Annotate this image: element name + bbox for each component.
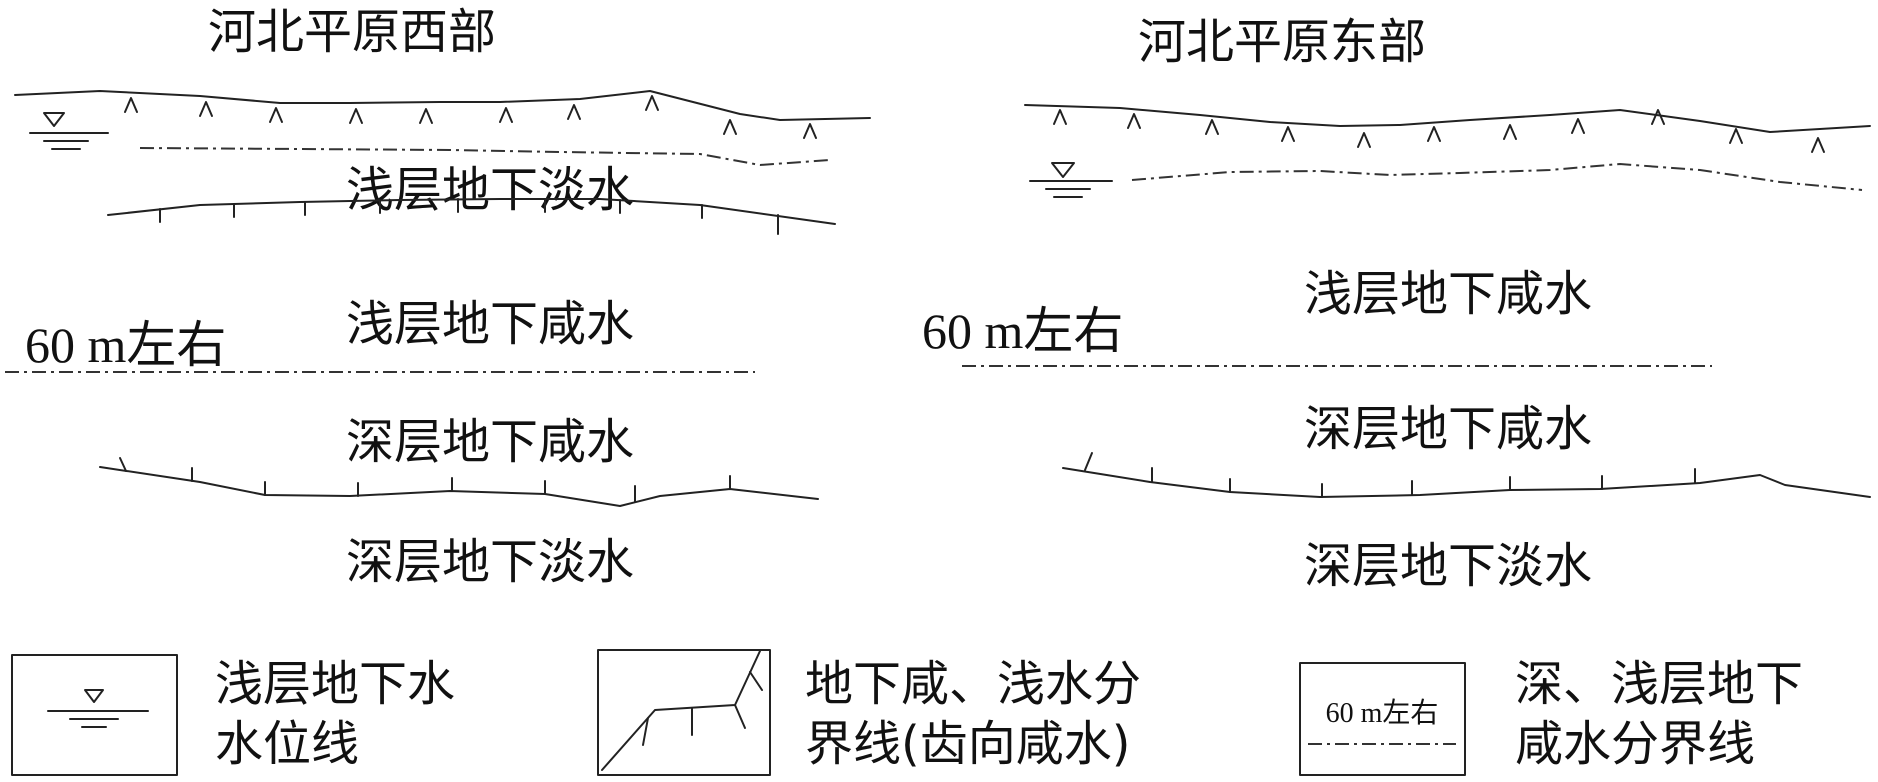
east-section: 河北平原东部 浅层地下咸水 60 m左右 深层地下咸水 — [922, 14, 1871, 594]
east-water-table-icon — [1029, 162, 1113, 198]
west-shallow-saline-label: 浅层地下咸水 — [346, 296, 634, 352]
west-ground-ticks — [124, 95, 817, 139]
west-ground-surface — [14, 90, 871, 121]
east-deep-boundary — [1062, 467, 1871, 498]
west-shallow-fresh-label: 浅层地下淡水 — [346, 162, 634, 218]
legend-water-table-box — [11, 654, 178, 776]
east-depth-label: 60 m左右 — [922, 303, 1123, 359]
west-deep-boundary — [99, 466, 819, 507]
west-water-table-icon — [29, 112, 109, 150]
east-ground-surface — [1024, 104, 1871, 133]
east-deep-fresh-label: 深层地下淡水 — [1304, 538, 1592, 594]
legend: 浅层地下水 水位线 地下咸、浅水分 界线(齿向咸水) 60 m左右 深、浅层地下… — [11, 649, 1803, 776]
east-ground-ticks — [1053, 109, 1825, 153]
west-boundary-ticks — [159, 198, 779, 235]
west-title: 河北平原西部 — [208, 4, 496, 60]
west-saline-fresh-boundary — [107, 198, 836, 225]
west-deep-saline-label: 深层地下咸水 — [346, 414, 634, 470]
legend-deep-shallow-line1: 深、浅层地下 — [1515, 656, 1803, 712]
legend-saline-fresh-line2: 界线(齿向咸水) — [805, 716, 1130, 772]
water-table-icon — [47, 689, 149, 728]
east-title: 河北平原东部 — [1138, 14, 1426, 70]
east-deep-saline-label: 深层地下咸水 — [1304, 401, 1592, 457]
west-section: 河北平原西部 浅层地下淡水 — [5, 4, 871, 590]
legend-water-table: 浅层地下水 水位线 — [11, 654, 455, 776]
legend-deep-shallow-box — [1299, 662, 1466, 776]
legend-saline-fresh-box — [597, 649, 771, 776]
east-water-table-line — [1131, 162, 1863, 191]
legend-water-table-line1: 浅层地下水 — [215, 656, 455, 712]
legend-depth-label: 60 m左右 — [1326, 697, 1439, 729]
west-depth-label: 60 m左右 — [25, 317, 226, 373]
west-deep-boundary-ticks — [119, 457, 731, 503]
west-deep-fresh-label: 深层地下淡水 — [346, 534, 634, 590]
legend-water-table-line2: 水位线 — [215, 716, 359, 772]
west-water-table-line — [139, 147, 831, 167]
east-shallow-saline-label: 浅层地下咸水 — [1304, 266, 1592, 322]
toothed-boundary-icon — [601, 650, 763, 771]
legend-saline-fresh-line1: 地下咸、浅水分 — [805, 656, 1141, 712]
east-deep-boundary-ticks — [1084, 452, 1696, 498]
legend-deep-shallow-boundary: 60 m左右 深、浅层地下 咸水分界线 — [1299, 656, 1803, 776]
legend-saline-fresh-boundary: 地下咸、浅水分 界线(齿向咸水) — [597, 649, 1141, 776]
legend-deep-shallow-line2: 咸水分界线 — [1515, 716, 1755, 772]
